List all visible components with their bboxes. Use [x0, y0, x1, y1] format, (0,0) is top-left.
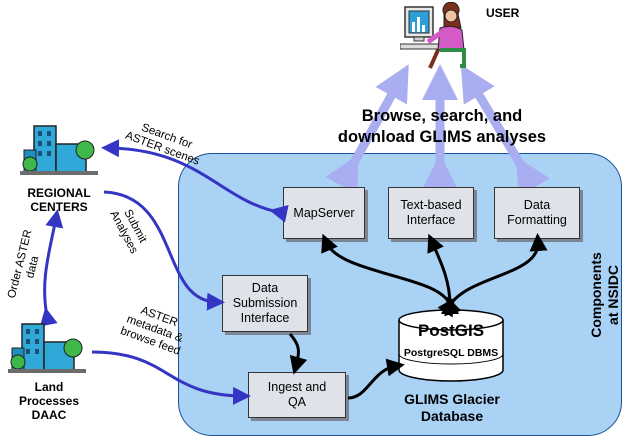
postgis-label: PostGIS [417, 321, 485, 340]
land-processes-label: Land Processes DAAC [18, 380, 80, 422]
mapserver-box: MapServer [283, 187, 365, 239]
search-arrow [101, 139, 289, 223]
postgresql-label: PostgreSQL DBMS [403, 347, 499, 359]
metadata-arrow [91, 350, 251, 405]
user-label: USER [486, 6, 520, 20]
db-to-format-arrow [437, 233, 548, 318]
data-submission-box: Data Submission Interface [222, 275, 308, 332]
database-caption: GLIMS Glacier Database [404, 391, 500, 424]
browse-arrow-mapserver [325, 64, 409, 195]
browse-caption: Browse, search, and download GLIMS analy… [337, 107, 547, 146]
submission-to-ingest-arrow [288, 332, 308, 375]
regional-centers-icon [20, 125, 98, 175]
submit-arrow [103, 190, 225, 311]
land-processes-icon [8, 323, 86, 373]
order-arrow [39, 209, 64, 327]
ingest-qa-box: Ingest and QA [248, 372, 346, 418]
data-formatting-box: Data Formatting [494, 187, 580, 239]
ingest-to-db-arrow [347, 358, 405, 400]
user-icon [400, 2, 466, 69]
regional-centers-label: REGIONAL CENTERS [27, 186, 91, 214]
browse-arrow-format [460, 64, 550, 197]
